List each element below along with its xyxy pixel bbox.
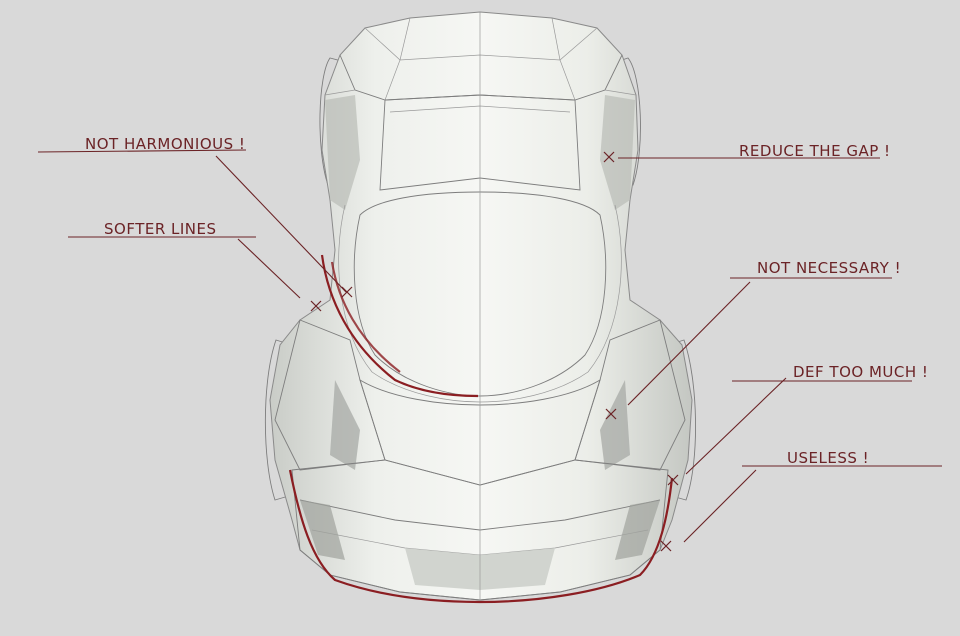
annotation-reduce-gap-text: REDUCE THE GAP ! [739, 142, 891, 160]
cross-mark [605, 408, 617, 420]
car-body [269, 11, 693, 601]
cross-mark [667, 474, 679, 486]
annotation-useless: USELESS ! [660, 449, 942, 552]
annotation-def-too-much-text: DEF TOO MUCH ! [793, 363, 928, 381]
annotation-not-harmonious: NOT HARMONIOUS ! [37, 135, 353, 298]
cross-mark [603, 151, 615, 163]
cross-mark [341, 286, 353, 298]
annotation-softer-lines-text: SOFTER LINES [104, 220, 217, 238]
annotation-def-too-much: DEF TOO MUCH ! [667, 363, 928, 486]
annotation-not-necessary: NOT NECESSARY ! [605, 259, 901, 420]
annotation-softer-lines: SOFTER LINES [68, 220, 322, 312]
correction-strokes [288, 254, 674, 604]
annotation-not-harmonious-text: NOT HARMONIOUS ! [85, 135, 245, 153]
annotation-useless-text: USELESS ! [787, 449, 869, 467]
cross-mark [310, 300, 322, 312]
cross-mark [660, 540, 672, 552]
annotation-not-necessary-text: NOT NECESSARY ! [757, 259, 901, 277]
annotation-reduce-gap: REDUCE THE GAP ! [603, 142, 891, 163]
